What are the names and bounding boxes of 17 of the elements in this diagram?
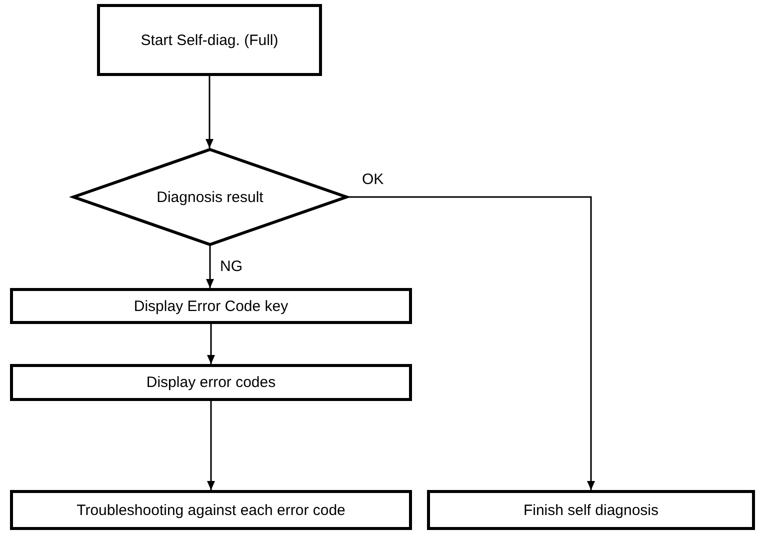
process-box xyxy=(427,490,755,530)
node-text: Display error codes xyxy=(146,374,276,391)
node-text: Troubleshooting against each error code xyxy=(76,502,346,518)
decision-diamond xyxy=(72,148,348,246)
process-box xyxy=(10,364,412,401)
arrow xyxy=(206,246,214,288)
arrow xyxy=(207,401,215,490)
arrow xyxy=(207,324,215,364)
process-box xyxy=(10,288,412,324)
node-text: Diagnosis result xyxy=(156,188,264,206)
arrow xyxy=(206,76,214,148)
node-text: Start Self-diag. (Full) xyxy=(140,32,278,48)
arrow xyxy=(348,196,595,490)
process-box xyxy=(97,4,322,76)
node-text: Display Error Code key xyxy=(134,298,288,314)
node-text: Finish self diagnosis xyxy=(523,502,659,518)
process-box xyxy=(10,490,412,530)
